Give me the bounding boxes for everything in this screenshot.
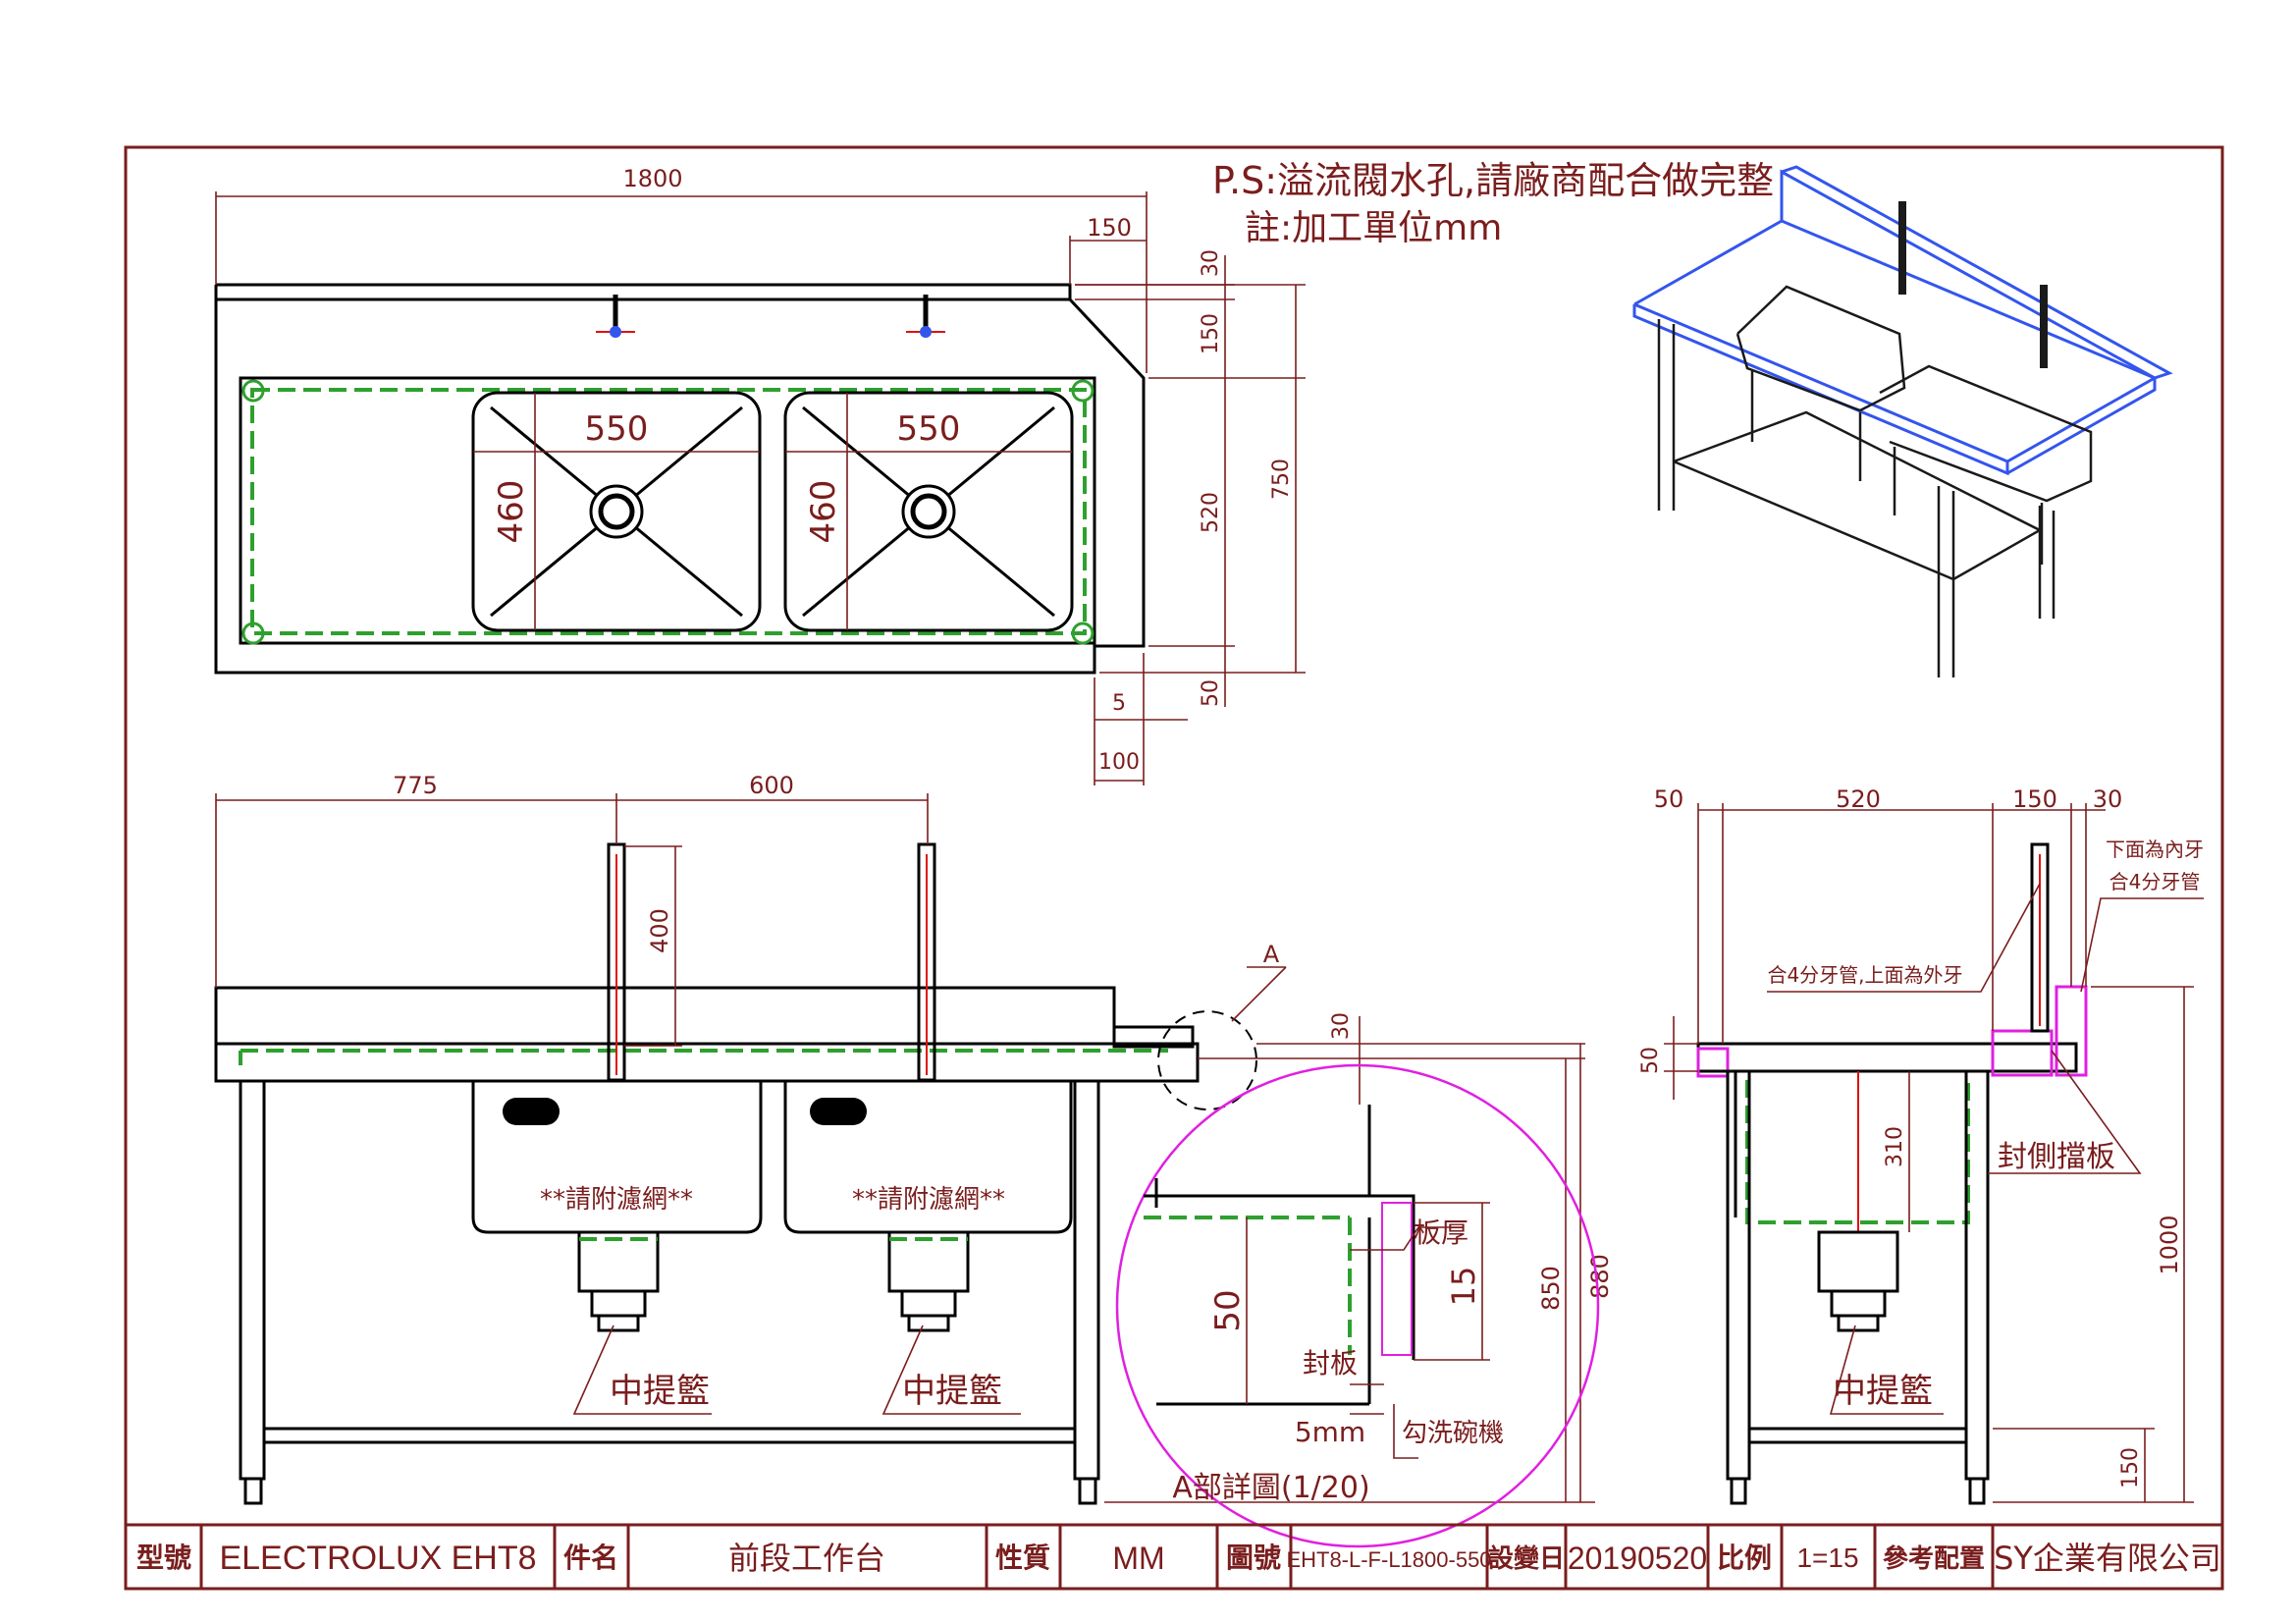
filter-note-1: **請附濾網** — [540, 1185, 693, 1215]
dim-top-5: 5 — [1112, 691, 1126, 716]
side-dim-30: 30 — [2093, 785, 2123, 813]
dim-sink1-550: 550 — [585, 409, 649, 449]
dim-top-100: 100 — [1098, 750, 1140, 775]
tb-date-value: 20190520 — [1568, 1541, 1707, 1576]
tb-ref-label: 參考配置 — [1883, 1543, 1985, 1574]
tb-scale-label: 比例 — [1717, 1542, 1772, 1574]
side-basket-label: 中提籃 — [1833, 1372, 1933, 1411]
detail-label-seal: 封板 — [1303, 1347, 1358, 1380]
dim-top-50: 50 — [1199, 679, 1223, 707]
top-view-dimensions: 1800 150 30 150 520 750 50 5 100 550 460… — [215, 165, 1306, 785]
tb-material-label: 性質 — [995, 1542, 1050, 1574]
basket-label-2: 中提籃 — [902, 1372, 1002, 1411]
top-view — [214, 283, 1146, 675]
tb-date-label: 設變日 — [1488, 1543, 1565, 1574]
side-view-dimensions: 50 520 150 30 下面為內牙 合4分牙管 合4分牙管,上面為外牙 50… — [1638, 785, 2204, 1503]
dim-sink2-550: 550 — [897, 409, 961, 449]
side-dim-50-top: 50 — [1654, 785, 1684, 813]
side-view: 中提籃 — [1696, 842, 2088, 1505]
dim-top-150-corner: 150 — [1087, 214, 1132, 242]
dim-front-850: 850 — [1537, 1266, 1565, 1311]
dim-front-400: 400 — [646, 908, 673, 953]
side-dim-150-bottom: 150 — [2118, 1447, 2143, 1488]
filter-note-2: **請附濾網** — [852, 1185, 1005, 1215]
side-dim-1000: 1000 — [2156, 1215, 2183, 1274]
detail-dim-50: 50 — [1208, 1289, 1248, 1331]
tb-scale-value: 1=15 — [1796, 1542, 1858, 1573]
detail-marker-a: A — [1263, 941, 1280, 968]
detail-title: A部詳圖(1/20) — [1172, 1471, 1369, 1505]
title-block: 型號 ELECTROLUX EHT8 件名 前段工作台 性質 MM 圖號 EHT… — [124, 1523, 2224, 1591]
detail-dim-15: 15 — [1445, 1267, 1482, 1307]
dim-top-1800: 1800 — [622, 165, 682, 192]
side-dim-520: 520 — [1836, 785, 1881, 813]
basket-label-1: 中提籃 — [610, 1372, 710, 1411]
side-note-inner-thread: 下面為內牙 — [2106, 838, 2204, 861]
dim-front-775: 775 — [393, 772, 438, 799]
note-unit: 註:加工單位mm — [1245, 208, 1502, 248]
dim-sink2-460: 460 — [804, 480, 843, 544]
dim-front-30: 30 — [1329, 1012, 1354, 1040]
side-dim-150: 150 — [2012, 785, 2057, 813]
tb-part-value: 前段工作台 — [728, 1540, 885, 1577]
detail-label-hook: 勾洗碗機 — [1402, 1419, 1504, 1448]
dim-top-150: 150 — [1199, 313, 1223, 354]
side-note-pipe-outer: 合4分牙管,上面為外牙 — [1767, 963, 1962, 987]
tb-part-label: 件名 — [563, 1542, 618, 1574]
detail-dim-5mm: 5mm — [1295, 1416, 1365, 1448]
side-note-pipe: 合4分牙管 — [2109, 870, 2201, 893]
note-ps: P.S:溢流閥水孔,請廠商配合做完整 — [1212, 159, 1774, 202]
tb-material-value: MM — [1112, 1541, 1164, 1576]
isometric-view — [1632, 165, 2173, 677]
tb-model-label: 型號 — [136, 1542, 191, 1574]
dim-top-520: 520 — [1199, 492, 1223, 533]
side-dim-310: 310 — [1883, 1126, 1907, 1167]
tb-model-value: ELECTROLUX EHT8 — [219, 1540, 536, 1577]
side-label-panel: 封側擋板 — [1998, 1140, 2115, 1174]
dim-top-750: 750 — [1269, 459, 1294, 500]
front-view: A **請附濾網** **請附濾網** 中提籃 中提籃 — [214, 842, 1287, 1505]
dim-sink1-460: 460 — [492, 480, 531, 544]
dim-front-880: 880 — [1586, 1254, 1614, 1299]
tb-company: SY企業有限公司 — [1994, 1540, 2221, 1577]
detail-a: 50 15 板厚 封板 5mm 勾洗碗機 A部詳圖(1/20) — [1115, 1063, 1600, 1548]
front-view-dimensions: 775 600 400 30 850 880 — [215, 772, 1614, 1503]
side-dim-50: 50 — [1638, 1047, 1663, 1074]
dim-front-600: 600 — [749, 772, 794, 799]
dim-top-30: 30 — [1199, 249, 1223, 277]
tb-drawing-label: 圖號 — [1226, 1542, 1281, 1574]
tb-drawing-value: EHT8-L-F-L1800-550 — [1286, 1547, 1491, 1572]
detail-label-thickness: 板厚 — [1414, 1217, 1468, 1249]
